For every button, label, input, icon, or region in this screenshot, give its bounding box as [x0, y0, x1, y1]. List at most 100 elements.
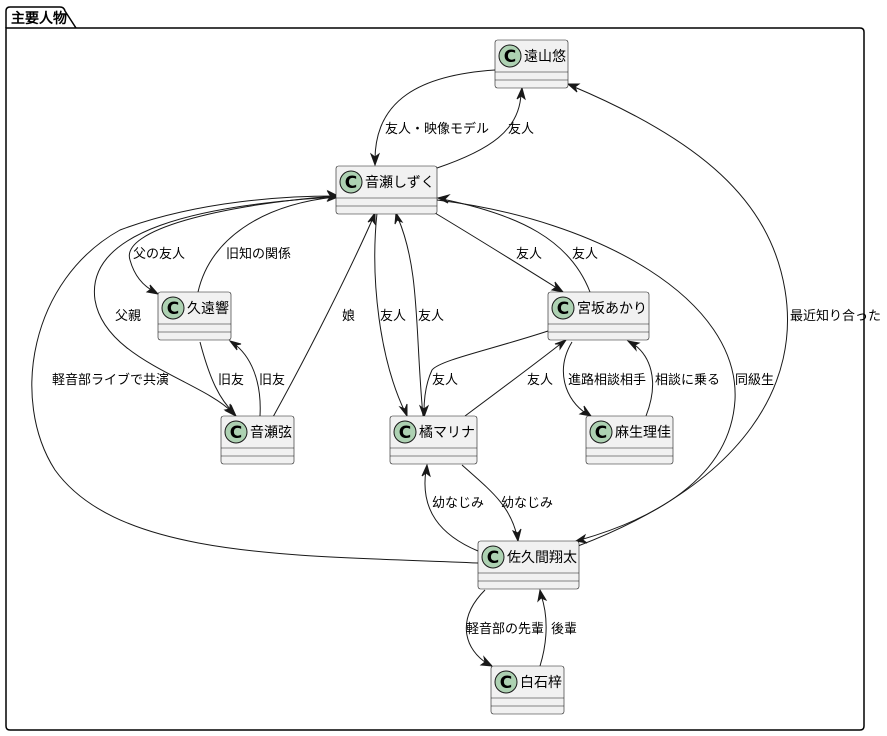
class-node[interactable]: C 白石梓	[490, 665, 565, 715]
relation-edge[interactable]	[465, 589, 489, 665]
relation-edge[interactable]	[93, 196, 336, 413]
class-name: 橘マリナ	[419, 425, 475, 441]
class-c-glyph-icon: C	[230, 423, 242, 443]
arrow-head	[398, 403, 408, 418]
class-c-glyph-icon: C	[167, 299, 179, 319]
relation-label: 娘	[342, 309, 355, 324]
class-c-glyph-icon: C	[399, 423, 411, 443]
relation-label: 進路相談相手	[568, 372, 646, 388]
relation-label: 友人・映像モデル	[385, 121, 489, 137]
relation-label: 友人	[432, 372, 458, 388]
relation-label: 軽音部ライブで共演	[52, 372, 169, 388]
arrow-head	[516, 86, 526, 101]
arrow-head	[145, 284, 160, 295]
relation-label: 相談に乗る	[655, 372, 720, 388]
class-name: 音瀬しずく	[365, 174, 435, 191]
arrow-head	[554, 339, 568, 351]
relation-edge[interactable]	[461, 464, 518, 537]
arrow-head	[566, 83, 581, 93]
relation-label: 軽音部の先輩	[466, 621, 544, 637]
class-name: 白石梓	[520, 675, 562, 691]
class-icon	[393, 420, 417, 444]
arrow-head	[228, 340, 242, 351]
class-node[interactable]: C 麻生理佳	[585, 415, 674, 465]
relation-edge[interactable]	[464, 341, 564, 417]
relation-edge[interactable]	[539, 594, 547, 667]
class-node[interactable]: C 音瀬弦	[220, 415, 295, 465]
package-tab	[5, 6, 77, 29]
relation-label: 旧友	[259, 372, 285, 388]
class-icon	[161, 296, 185, 320]
arrow-head	[550, 281, 565, 293]
relation-edge[interactable]	[436, 92, 522, 169]
relation-edge[interactable]	[397, 217, 424, 417]
class-name: 久遠響	[187, 300, 229, 317]
class-node[interactable]: C 遠山悠	[494, 39, 569, 89]
package-main-characters: 主要人物	[5, 6, 865, 731]
relation-edge[interactable]	[441, 198, 591, 293]
arrow-head	[421, 463, 431, 478]
relation-edge[interactable]	[128, 195, 336, 293]
relation-edge[interactable]	[424, 469, 479, 552]
relation-edge[interactable]	[374, 69, 496, 161]
relation-edge[interactable]	[272, 217, 374, 418]
arrow-head	[626, 340, 641, 352]
relation-label: 友人	[516, 246, 542, 262]
class-node[interactable]: C 音瀬しずく	[335, 165, 438, 215]
class-icon	[494, 670, 518, 694]
class-c-glyph-icon: C	[504, 47, 516, 67]
arrow-head	[574, 533, 588, 544]
class-c-glyph-icon: C	[345, 173, 357, 193]
class-icon	[551, 296, 575, 320]
relation-edge[interactable]	[31, 195, 479, 564]
class-icon	[481, 545, 505, 569]
relation-label: 父の友人	[133, 246, 185, 262]
relation-label: 友人	[418, 308, 444, 324]
class-node[interactable]: C 宮坂あかり	[547, 291, 650, 341]
relation-label: 友人	[527, 372, 553, 388]
arrow-head	[537, 588, 548, 603]
class-name: 宮坂あかり	[577, 301, 647, 317]
relation-edge[interactable]	[232, 342, 261, 417]
relation-edge[interactable]	[197, 196, 336, 293]
arrow-head	[479, 655, 494, 667]
relation-label: 最近知り合った	[790, 308, 881, 324]
relation-edge[interactable]	[374, 212, 406, 413]
relation-label: 友人	[572, 246, 598, 262]
class-name: 遠山悠	[524, 49, 566, 65]
relation-edge[interactable]	[631, 342, 654, 417]
class-c-glyph-icon: C	[595, 423, 607, 443]
relation-label: 同級生	[735, 373, 774, 388]
relation-label: 後輩	[551, 622, 577, 637]
relation-edge[interactable]	[423, 330, 549, 413]
class-c-glyph-icon: C	[557, 299, 569, 319]
class-node[interactable]: C 橘マリナ	[389, 415, 478, 465]
class-c-glyph-icon: C	[487, 548, 499, 568]
class-node[interactable]: C 久遠響	[157, 291, 232, 341]
arrow-head	[326, 189, 340, 202]
class-icon	[589, 420, 613, 444]
arrow-head	[418, 404, 430, 419]
class-icon	[224, 420, 248, 444]
arrow-head	[369, 152, 381, 167]
relation-label: 幼なじみ	[432, 496, 484, 511]
arrow-head	[511, 528, 522, 543]
relation-label: 幼なじみ	[501, 496, 553, 511]
class-name: 音瀬弦	[250, 424, 292, 441]
class-name: 麻生理佳	[615, 425, 671, 441]
relation-edge[interactable]	[571, 85, 788, 547]
relation-label: 友人	[508, 121, 534, 137]
arrow-head	[578, 405, 593, 417]
package-frame	[5, 27, 865, 731]
package-title: 主要人物	[11, 10, 67, 27]
arrow-head	[394, 211, 404, 225]
class-c-glyph-icon: C	[500, 673, 512, 693]
relation-edge[interactable]	[199, 341, 235, 414]
class-icon	[498, 44, 522, 68]
relation-edge[interactable]	[434, 212, 561, 291]
arrow-head	[367, 211, 376, 226]
relation-edge[interactable]	[563, 341, 588, 415]
arrow-head	[224, 404, 238, 418]
class-icon	[339, 170, 363, 194]
